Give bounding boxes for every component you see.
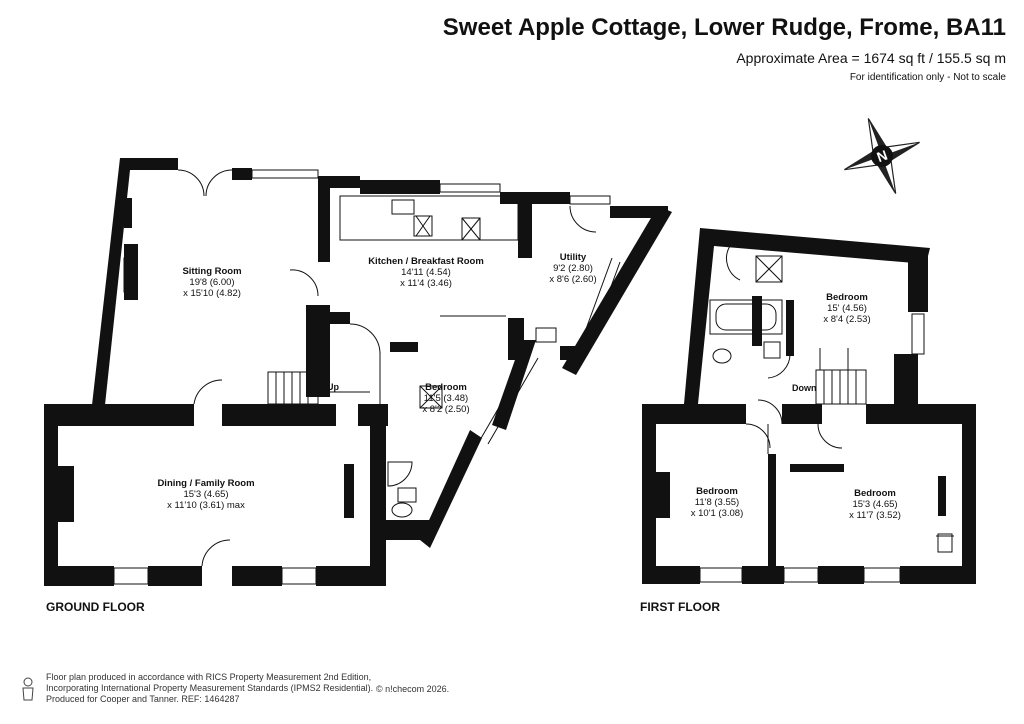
room-first-bedroom-left: Bedroom 11'8 (3.55) x 10'1 (3.08): [690, 486, 744, 519]
ground-floor-label: GROUND FLOOR: [46, 600, 145, 614]
ground-floor-windows: [45, 169, 621, 585]
first-floor-details: [643, 245, 975, 583]
compass-icon: N: [844, 118, 920, 194]
room-first-bedroom-top: Bedroom 15' (4.56) x 8'4 (2.53): [823, 292, 871, 325]
ground-floor-walls: [44, 158, 672, 586]
footer-line-3: Produced for Cooper and Tanner. REF: 146…: [46, 694, 240, 704]
person-icon: [22, 677, 34, 701]
approximate-area: Approximate Area = 1674 sq ft / 155.5 sq…: [736, 50, 1006, 66]
stairs-up-label: Up: [327, 382, 339, 392]
room-dining-family: Dining / Family Room 15'3 (4.65) x 11'10…: [157, 478, 255, 511]
stairs-down-label: Down: [792, 383, 817, 393]
first-floor-walls: [642, 228, 976, 584]
room-kitchen-breakfast: Kitchen / Breakfast Room 14'11 (4.54) x …: [368, 256, 484, 289]
footer-line-2: Incorporating International Property Mea…: [46, 683, 374, 693]
plan-title: Sweet Apple Cottage, Lower Rudge, Frome,…: [442, 14, 1006, 41]
room-ground-bedroom: Bedroom 11'5 (3.48) x 8'2 (2.50): [422, 382, 470, 415]
footer-brand: © n!checom 2026.: [376, 684, 450, 694]
first-floor-label: FIRST FLOOR: [640, 600, 720, 614]
footer-line-1: Floor plan produced in accordance with R…: [46, 672, 372, 682]
footer-notes: Floor plan produced in accordance with R…: [46, 672, 373, 705]
room-first-bedroom-right: Bedroom 15'3 (4.65) x 11'7 (3.52): [849, 488, 901, 521]
room-utility: Utility 9'2 (2.80) x 8'6 (2.60): [549, 252, 597, 285]
room-sitting-room: Sitting Room 19'8 (6.00) x 15'10 (4.82): [182, 266, 242, 299]
identification-note: For identification only - Not to scale: [849, 72, 1006, 83]
